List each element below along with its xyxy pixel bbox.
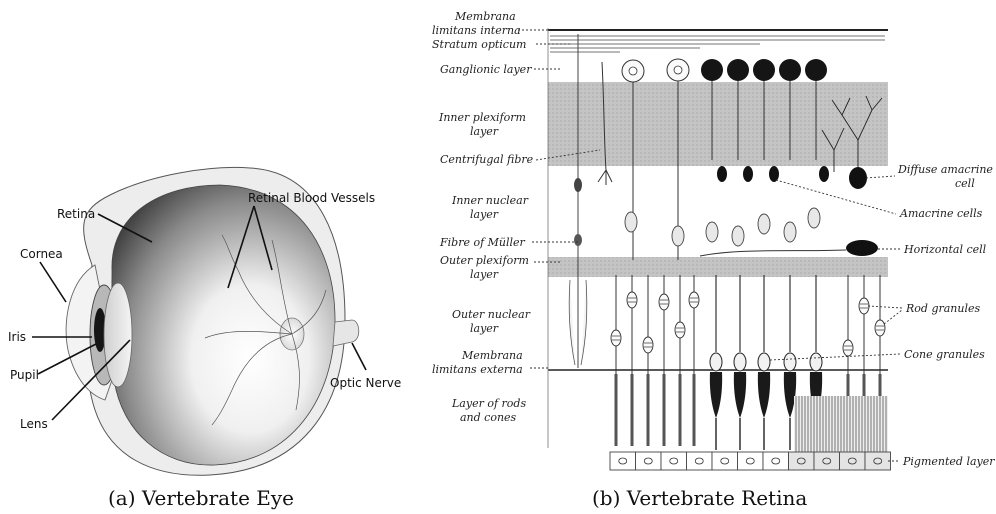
rod-granule (675, 322, 685, 338)
label-diffuse-amacrine-2: cell (955, 177, 975, 190)
rod-granule (659, 294, 669, 310)
amacrine-cells (717, 166, 867, 189)
pigmented-layer-cells (610, 452, 891, 470)
label-ganglionic-layer: Ganglionic layer (440, 63, 532, 76)
rod-granule (875, 320, 885, 336)
cone-granule (810, 353, 822, 371)
cone-body (710, 372, 722, 418)
label-membrana-externa-1: Membrana (461, 349, 523, 362)
label-rod-granules: Rod granules (905, 302, 980, 315)
pigment-cell (661, 452, 687, 470)
rod-outer-segment (647, 374, 650, 446)
retina-left-labels: Membrana limitans interna Stratum opticu… (432, 10, 534, 424)
label-inner-plexiform-1: Inner plexiform (438, 111, 526, 124)
pigment-cell (636, 452, 662, 470)
pigment-cell (789, 452, 815, 470)
label-amacrine-cells: Amacrine cells (899, 207, 983, 220)
caption-eye: (a) Vertebrate Eye (108, 486, 294, 510)
label-optic-nerve: Optic Nerve (330, 376, 401, 390)
label-iris: Iris (8, 330, 26, 344)
ganglion-cells-dark (701, 59, 827, 81)
label-cornea: Cornea (20, 247, 63, 261)
label-rods-cones-2: and cones (460, 411, 517, 424)
horizontal-cell (700, 240, 878, 256)
rod-granule (843, 340, 853, 356)
label-outer-plexiform-2: layer (470, 268, 499, 281)
rod-outer-segment (663, 374, 666, 446)
cone-granule (758, 353, 770, 371)
rod-granule (627, 292, 637, 308)
rod-outer-segment (631, 374, 634, 446)
retina-left-leaders (518, 30, 600, 368)
label-inner-nuclear-1: Inner nuclear (451, 194, 529, 207)
optic-nerve (333, 320, 359, 346)
label-membrana-interna-1: Membrana (454, 10, 516, 23)
retina-diagram (548, 28, 891, 470)
label-membrana-externa-2: limitans externa (432, 363, 523, 376)
pigment-cell (763, 452, 789, 470)
bipolar-cells (625, 208, 820, 246)
label-inner-nuclear-2: layer (470, 208, 499, 221)
label-outer-nuclear-2: layer (470, 322, 499, 335)
label-outer-plexiform-1: Outer plexiform (440, 254, 529, 267)
label-stratum-opticum: Stratum opticum (432, 38, 526, 51)
pigment-cell (865, 452, 891, 470)
label-diffuse-amacrine-1: Diffuse amacrine (897, 163, 993, 176)
pigment-cell (610, 452, 636, 470)
label-cone-granules: Cone granules (904, 348, 985, 361)
cone-granule (784, 353, 796, 371)
outer-plexiform-band (548, 257, 888, 277)
rod-outer-segment (693, 374, 696, 446)
rod-granule (859, 298, 869, 314)
label-inner-plexiform-2: layer (470, 125, 499, 138)
label-pigmented-layer: Pigmented layer (902, 455, 995, 468)
label-pupil: Pupil (10, 368, 39, 382)
cone-body (734, 372, 746, 418)
pigment-cell (712, 452, 738, 470)
pigment-hatch (794, 396, 888, 452)
inner-plexiform-band (548, 82, 888, 166)
rod-outer-segment (615, 374, 618, 446)
rod-granule (689, 292, 699, 308)
label-membrana-interna-2: limitans interna (432, 24, 521, 37)
label-outer-nuclear-1: Outer nuclear (452, 308, 531, 321)
cone-granule (710, 353, 722, 371)
pigment-cell (687, 452, 713, 470)
pigment-cell (840, 452, 866, 470)
caption-retina: (b) Vertebrate Retina (592, 486, 807, 510)
label-retinal-blood-vessels: Retinal Blood Vessels (248, 191, 375, 205)
label-horizontal-cell: Horizontal cell (903, 243, 987, 256)
lens-shape (104, 283, 132, 387)
stratum-opticum-fibres (550, 36, 885, 52)
pigment-cell (814, 452, 840, 470)
cone-granule (734, 353, 746, 371)
label-rods-cones-1: Layer of rods (451, 397, 526, 410)
pigment-cell (738, 452, 764, 470)
label-retina: Retina (57, 207, 95, 221)
rod-outer-segment (679, 374, 682, 446)
label-centrifugal-fibre: Centrifugal fibre (440, 153, 534, 166)
cone-body (758, 372, 770, 418)
label-lens: Lens (20, 417, 48, 431)
label-fibre-muller: Fibre of Müller (439, 236, 526, 249)
rod-granule (611, 330, 621, 346)
rod-granule (643, 337, 653, 353)
eye-diagram (66, 167, 359, 475)
retina-right-labels: Diffuse amacrine cell Amacrine cells Hor… (897, 163, 995, 468)
